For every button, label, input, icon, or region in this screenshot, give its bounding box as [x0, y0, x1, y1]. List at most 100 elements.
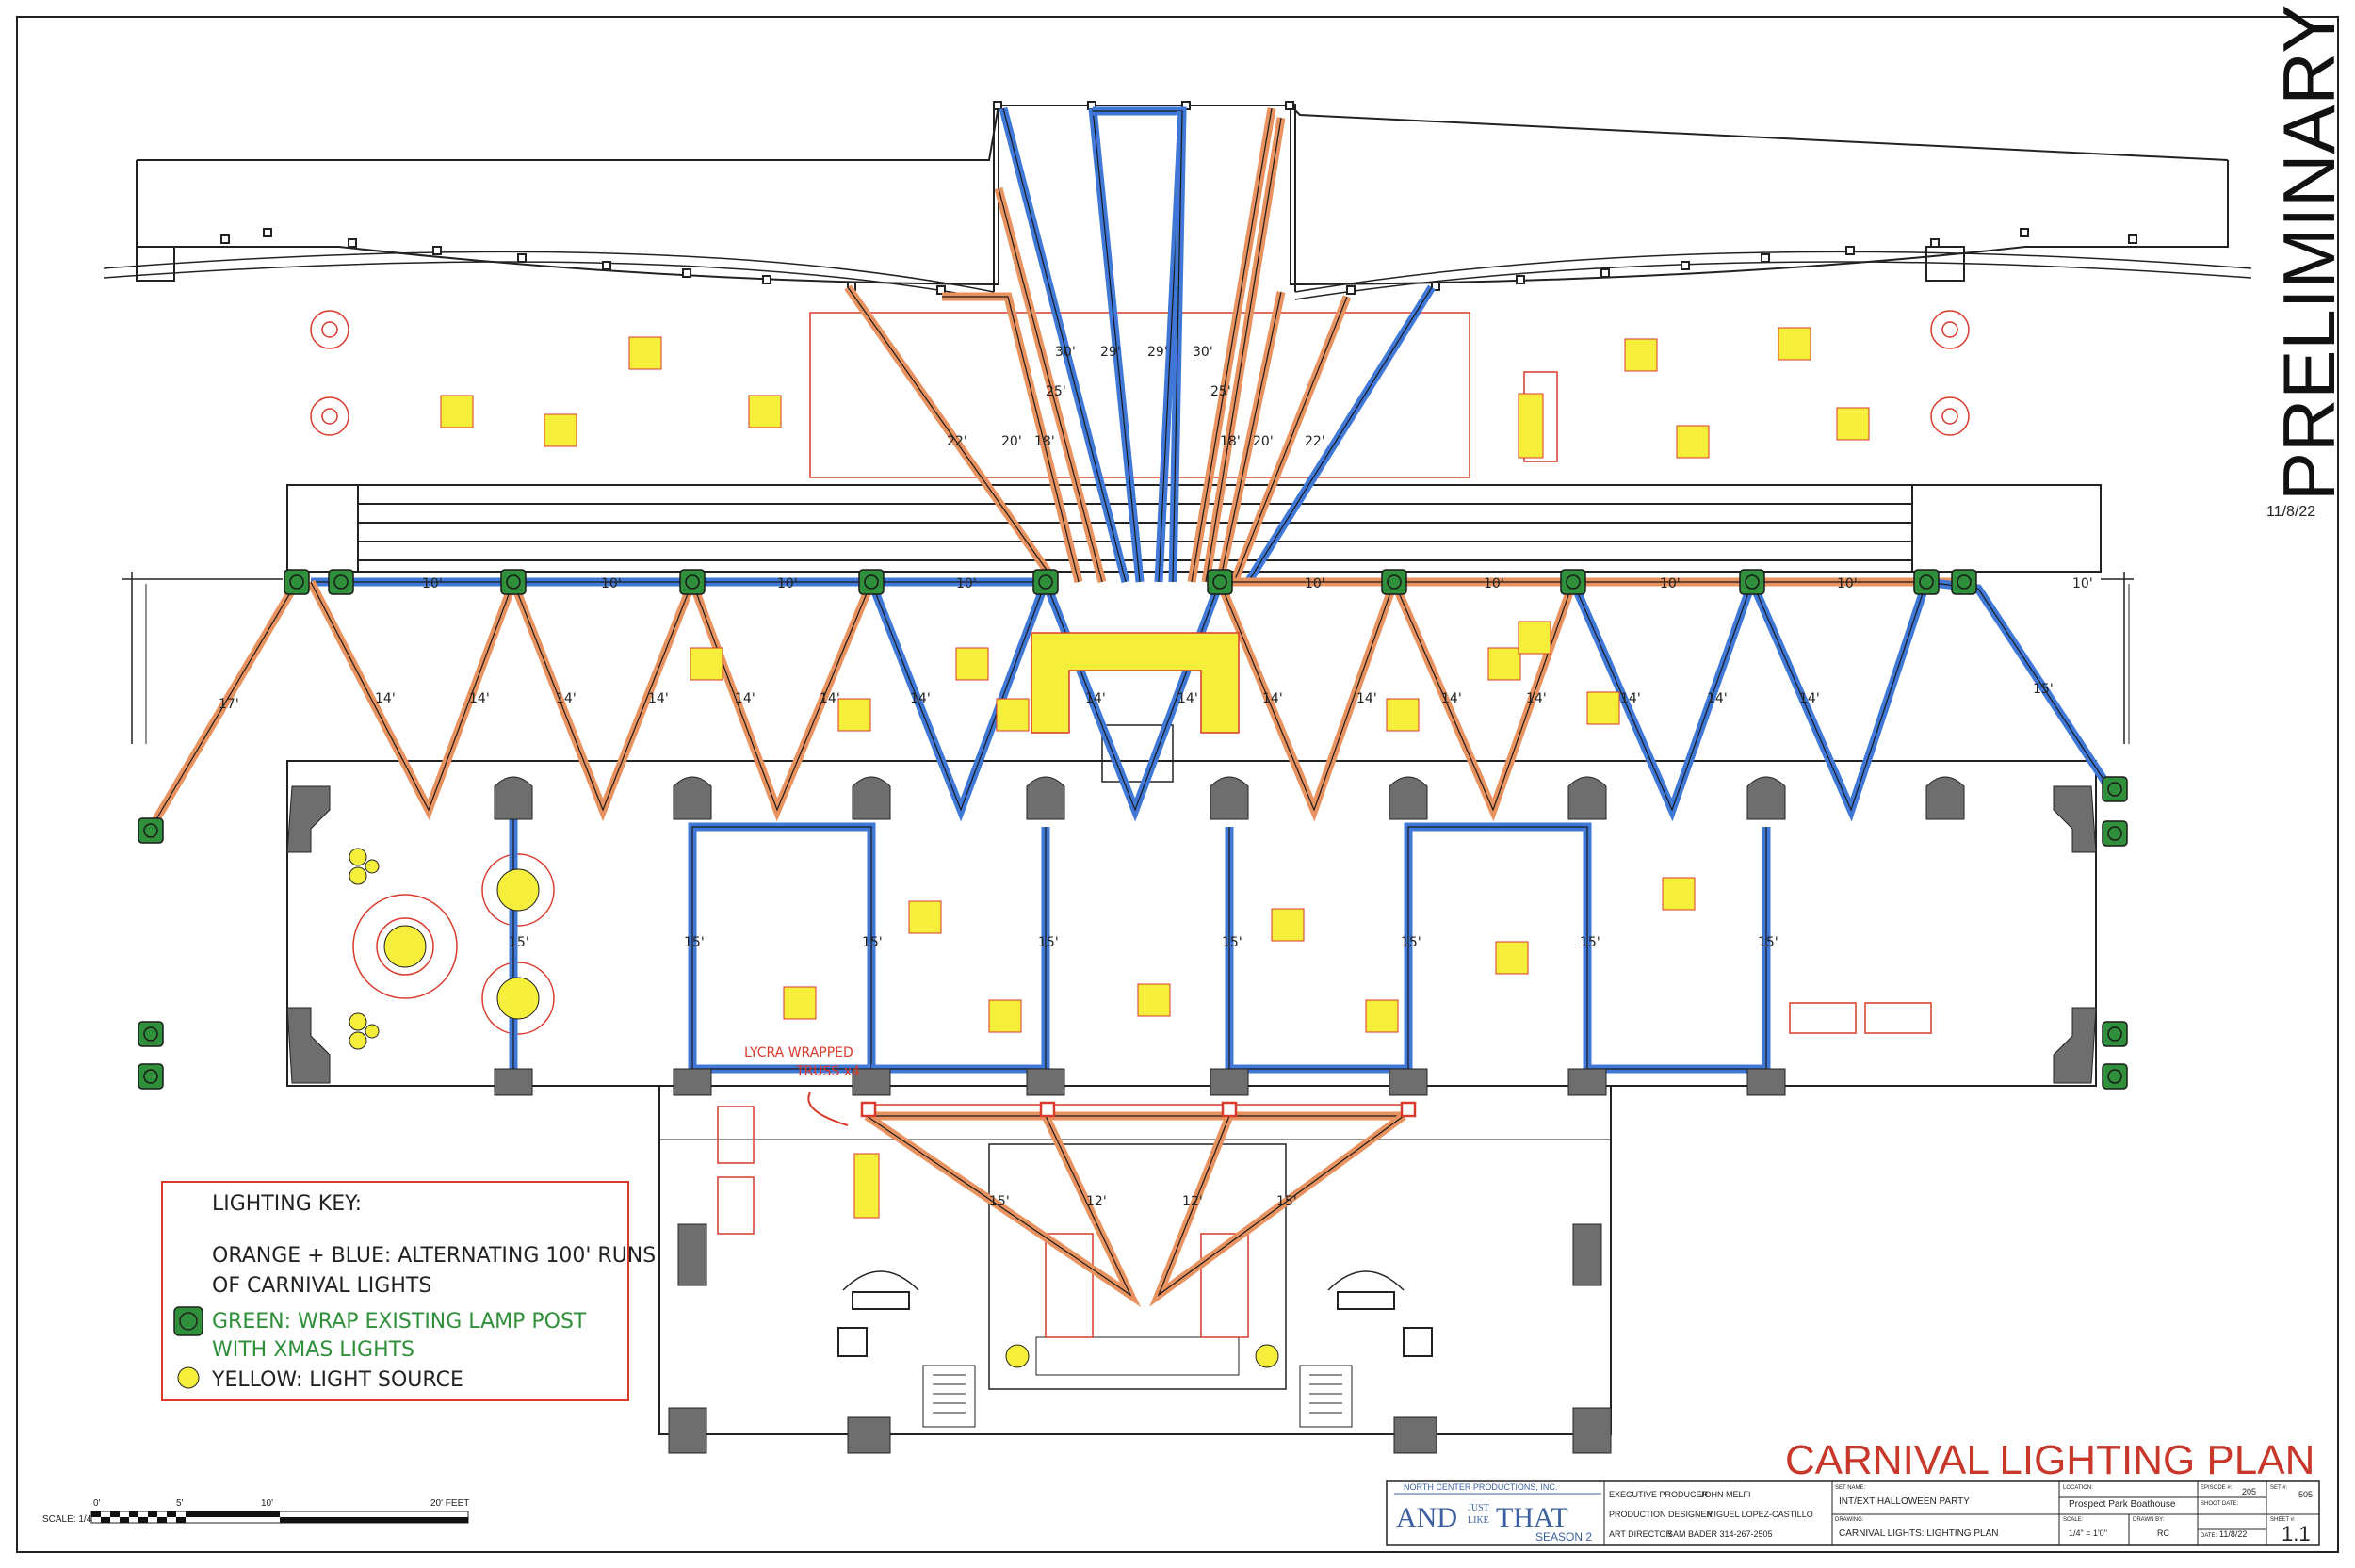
lamp-post-body-8: [1560, 569, 1586, 595]
lamp-post-markers: [138, 569, 2128, 1090]
pillar-base-inner-left: [847, 1416, 891, 1454]
fan-length-6: 29': [1147, 345, 1168, 360]
pillar-top-6: [1567, 776, 1607, 820]
fan-run-2-core: [998, 187, 1103, 583]
tb-season: SEASON 2: [1535, 1530, 1592, 1544]
pillar-bottom-2: [852, 1068, 891, 1096]
lower-run-right-core: [1157, 1115, 1405, 1297]
light-square-18: [1495, 941, 1529, 975]
pillar-bottom-0: [494, 1068, 533, 1096]
lamp-post-3: [679, 569, 706, 595]
tb-shoot-date-label: SHOOT DATE:: [2201, 1501, 2238, 1507]
room-length-4: 15': [1222, 935, 1242, 950]
tb-drawing: CARNIVAL LIGHTS: LIGHTING PLAN: [1839, 1528, 1998, 1539]
light-square-12: [996, 698, 1030, 732]
lamp-post-15: [2102, 776, 2128, 802]
fan-length-10: 20': [1253, 434, 1274, 449]
pillar-bottom-1: [673, 1068, 712, 1096]
lamp-post-body-9: [1739, 569, 1765, 595]
corner-run-left: [147, 579, 300, 832]
light-source-squares: [440, 327, 1870, 1219]
pillar-lower-right: [1572, 1223, 1602, 1286]
lamp-post-1: [328, 569, 354, 595]
fan-run-10-core: [1233, 296, 1348, 583]
tb-show-and: AND: [1396, 1502, 1457, 1533]
top-length-3: 10': [956, 576, 977, 591]
tb-exec-producer: JOHN MELFI: [1700, 1490, 1751, 1499]
lamp-post-0: [284, 569, 310, 595]
lamp-post-9: [1739, 569, 1765, 595]
top-length-2: 10': [777, 576, 798, 591]
tb-scale: 1/4" = 1'0": [2069, 1528, 2107, 1538]
fan-run-1: [942, 292, 1083, 584]
lamp-post-6: [1207, 569, 1233, 595]
tb-exec-producer-label: EXECUTIVE PRODUCER: [1609, 1490, 1709, 1499]
light-square-16: [908, 900, 942, 934]
room-run-3: [1225, 822, 1771, 1074]
light-square-23: [1271, 908, 1305, 942]
fan-length-1: 20': [1001, 434, 1022, 449]
top-length-7: 10': [1837, 576, 1858, 591]
lamp-post-18: [2102, 1063, 2128, 1090]
zigzag-length-14: 14': [1620, 691, 1641, 706]
legend-yellow-icon: [177, 1366, 200, 1389]
zigzag-run-1: [509, 580, 697, 822]
pillar-base-right: [1572, 1407, 1612, 1454]
lamp-post-body-0: [284, 569, 310, 595]
lamp-post-body-7: [1381, 569, 1407, 595]
top-length-5: 10': [1484, 576, 1504, 591]
tb-sheet-label: SHEET #:: [2270, 1517, 2296, 1523]
room-length-5: 15': [1401, 935, 1421, 950]
room-length-0: 15': [509, 935, 529, 950]
callout-label-line2: TRUSS x4: [795, 1064, 860, 1079]
lamp-post-ring-12: [143, 823, 158, 838]
zigzag-length-3: 14': [556, 691, 577, 706]
zigzag-run-0-core: [310, 581, 514, 812]
light-square-17: [1662, 877, 1696, 911]
pillar-bottom-4: [1210, 1068, 1249, 1096]
legend-green-line1: GREEN: WRAP EXISTING LAMP POST: [212, 1310, 587, 1334]
lamp-post-11: [1951, 569, 1977, 595]
fan-run-1-core: [942, 296, 1080, 583]
light-square-10: [1487, 647, 1521, 681]
lamp-post-body-5: [1032, 569, 1059, 595]
lower-run-left: [864, 1112, 1142, 1307]
room-run-1-core: [691, 826, 872, 1070]
pillar-top-1: [673, 776, 712, 820]
corner-run-left-core: [150, 581, 298, 830]
top-length-8: 10': [2072, 576, 2093, 591]
lamp-post-body-11: [1951, 569, 1977, 595]
pillar-top-4: [1210, 776, 1249, 820]
zigzag-run-2-core: [691, 581, 872, 812]
lamp-post-body-12: [138, 817, 164, 844]
room-length-7: 15': [1758, 935, 1778, 950]
lamp-post-ring-15: [2107, 782, 2122, 797]
zigzag-length-5: 14': [735, 691, 755, 706]
lamp-post-ring-18: [2107, 1069, 2122, 1084]
scale-tick-20: 20' FEET: [430, 1498, 469, 1509]
legend-orange-blue-line1: ORANGE + BLUE: ALTERNATING 100' RUNS: [212, 1244, 656, 1268]
title-block: NORTH CENTER PRODUCTIONS, INC. AND JUST …: [1386, 1480, 2320, 1546]
fan-length-11: 22': [1305, 434, 1325, 449]
corner-run-right-core: [1925, 581, 2111, 790]
building-pillars: [286, 776, 2097, 1454]
tb-set-no: 505: [2298, 1490, 2313, 1499]
lamp-post-ring-1: [333, 574, 349, 590]
light-square-2: [544, 413, 577, 447]
fan-length-9: 18': [1220, 434, 1241, 449]
fan-run-6-core: [1172, 110, 1183, 583]
lower-length-0: 15': [989, 1194, 1010, 1209]
tb-art-director: SAM BADER 314-267-2505: [1667, 1529, 1773, 1539]
tb-show-like: LIKE: [1468, 1515, 1489, 1526]
fan-length-0: 22': [947, 434, 967, 449]
top-length-0: 10': [422, 576, 443, 591]
pillar-top-2: [852, 776, 891, 820]
zigzag-run-8-glow: [1747, 580, 1931, 822]
room-length-2: 15': [862, 935, 883, 950]
fan-run-2: [994, 186, 1107, 584]
lower-run-left-core: [866, 1115, 1132, 1297]
tb-company: NORTH CENTER PRODUCTIONS, INC.: [1404, 1482, 1557, 1492]
fan-run-7: [1187, 107, 1276, 583]
tb-art-director-label: ART DIRECTOR: [1609, 1529, 1673, 1539]
